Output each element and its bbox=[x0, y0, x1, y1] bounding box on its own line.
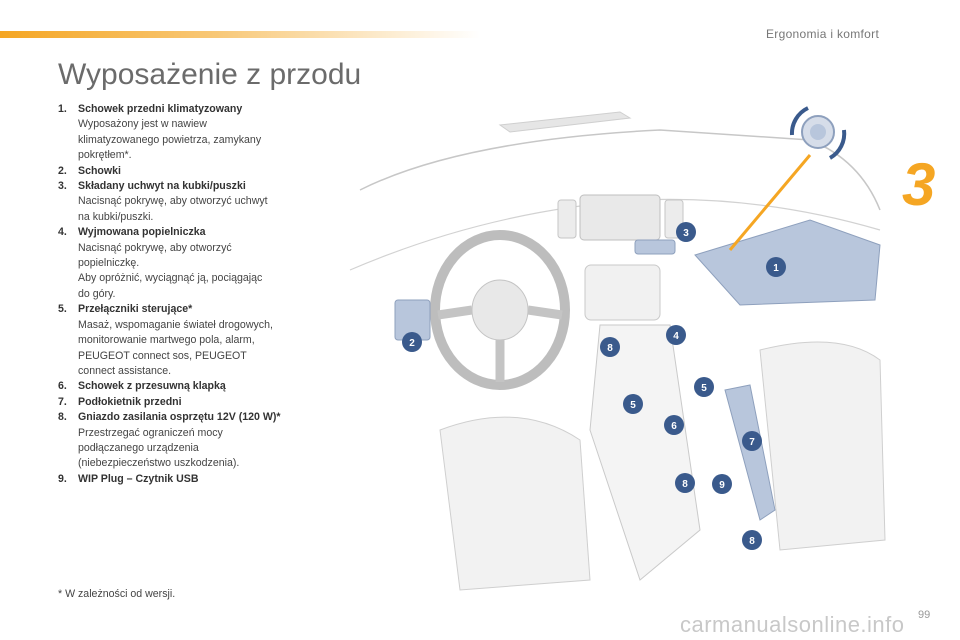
page-title: Wyposażenie z przodu bbox=[58, 58, 361, 92]
equipment-item-number: 7. bbox=[58, 395, 78, 410]
equipment-item-title: 8.Gniazdo zasilania osprzętu 12V (120 W)… bbox=[58, 410, 348, 425]
equipment-item-title-text: Podłokietnik przedni bbox=[78, 396, 182, 408]
equipment-item: 6.Schowek z przesuwną klapką bbox=[58, 379, 348, 394]
svg-text:8: 8 bbox=[749, 536, 755, 547]
center-controls bbox=[585, 265, 660, 320]
equipment-item-title-text: Wyjmowana popielniczka bbox=[78, 226, 206, 238]
defrost-vent bbox=[500, 112, 630, 132]
callout-5b: 5 bbox=[623, 394, 643, 414]
svg-text:8: 8 bbox=[607, 343, 613, 354]
equipment-item-description: Nacisnąć pokrywę, aby otworzyć uchwyt bbox=[58, 194, 348, 209]
svg-text:2: 2 bbox=[409, 338, 415, 349]
callout-9: 9 bbox=[712, 474, 732, 494]
equipment-item: 2.Schowki bbox=[58, 164, 348, 179]
equipment-item-title: 1.Schowek przedni klimatyzowany bbox=[58, 102, 348, 117]
equipment-item: 9.WIP Plug – Czytnik USB bbox=[58, 472, 348, 487]
equipment-item-number: 2. bbox=[58, 164, 78, 179]
callout-6: 6 bbox=[664, 415, 684, 435]
callout-8c: 8 bbox=[742, 530, 762, 550]
svg-text:6: 6 bbox=[671, 421, 677, 432]
equipment-item-number: 6. bbox=[58, 379, 78, 394]
equipment-item-title: 9.WIP Plug – Czytnik USB bbox=[58, 472, 348, 487]
equipment-item-description: PEUGEOT connect sos, PEUGEOT bbox=[58, 349, 348, 364]
equipment-item-title: 5.Przełączniki sterujące* bbox=[58, 302, 348, 317]
passenger-seat bbox=[760, 342, 885, 550]
svg-text:1: 1 bbox=[773, 263, 779, 274]
page-number: 99 bbox=[918, 609, 930, 621]
header-accent-bar bbox=[0, 31, 480, 38]
driver-seat bbox=[440, 417, 590, 590]
equipment-item-title: 3.Składany uchwyt na kubki/puszki bbox=[58, 179, 348, 194]
callout-1: 1 bbox=[766, 257, 786, 277]
callout-7: 7 bbox=[742, 431, 762, 451]
equipment-item: 5.Przełączniki sterujące*Masaż, wspomaga… bbox=[58, 302, 348, 379]
callout-4: 4 bbox=[666, 325, 686, 345]
dashboard-illustration: 1 2 3 4 5 5 6 7 8 8 8 9 bbox=[340, 100, 900, 600]
equipment-item: 7.Podłokietnik przedni bbox=[58, 395, 348, 410]
chapter-number: 3 bbox=[902, 150, 935, 219]
equipment-item-description: klimatyzowanego powietrza, zamykany bbox=[58, 133, 348, 148]
equipment-item-title-text: Gniazdo zasilania osprzętu 12V (120 W)* bbox=[78, 411, 281, 423]
equipment-item-description: pokrętłem*. bbox=[58, 148, 348, 163]
steering-wheel-icon bbox=[435, 235, 565, 385]
svg-text:5: 5 bbox=[630, 400, 636, 411]
equipment-item-description: monitorowanie martwego pola, alarm, bbox=[58, 333, 348, 348]
equipment-item-title-text: Schowek z przesuwną klapką bbox=[78, 380, 226, 392]
svg-text:5: 5 bbox=[701, 383, 707, 394]
equipment-item: 8.Gniazdo zasilania osprzętu 12V (120 W)… bbox=[58, 410, 348, 472]
equipment-item-number: 3. bbox=[58, 179, 78, 194]
equipment-item-number: 9. bbox=[58, 472, 78, 487]
equipment-item-description: Masaż, wspomaganie świateł drogowych, bbox=[58, 318, 348, 333]
callout-3: 3 bbox=[676, 222, 696, 242]
section-title: Ergonomia i komfort bbox=[766, 27, 879, 41]
equipment-item-description: popielniczkę. bbox=[58, 256, 348, 271]
footnote: * W zależności od wersji. bbox=[58, 588, 175, 600]
equipment-item-description: do góry. bbox=[58, 287, 348, 302]
equipment-item-description: podłączanego urządzenia bbox=[58, 441, 348, 456]
equipment-item-title-text: Schowki bbox=[78, 165, 121, 177]
svg-text:7: 7 bbox=[749, 437, 755, 448]
equipment-item-description: connect assistance. bbox=[58, 364, 348, 379]
callout-8b: 8 bbox=[675, 473, 695, 493]
cupholder-highlight bbox=[635, 240, 675, 254]
equipment-item-title: 4.Wyjmowana popielniczka bbox=[58, 225, 348, 240]
equipment-item-title-text: Składany uchwyt na kubki/puszki bbox=[78, 180, 246, 192]
equipment-item-description: Wyposażony jest w nawiew bbox=[58, 117, 348, 132]
equipment-item-title-text: Schowek przedni klimatyzowany bbox=[78, 103, 242, 115]
svg-text:3: 3 bbox=[683, 228, 689, 239]
glovebox-knob-icon bbox=[792, 108, 844, 158]
equipment-item-description: Przestrzegać ograniczeń mocy bbox=[58, 426, 348, 441]
equipment-item-title-text: WIP Plug – Czytnik USB bbox=[78, 473, 198, 485]
equipment-item-title: 7.Podłokietnik przedni bbox=[58, 395, 348, 410]
equipment-item-description: Nacisnąć pokrywę, aby otworzyć bbox=[58, 241, 348, 256]
equipment-item-title-text: Przełączniki sterujące* bbox=[78, 303, 192, 315]
svg-text:8: 8 bbox=[682, 479, 688, 490]
center-screen bbox=[580, 195, 660, 240]
equipment-item-description: (niebezpieczeństwo uszkodzenia). bbox=[58, 456, 348, 471]
equipment-item-title: 2.Schowki bbox=[58, 164, 348, 179]
svg-text:9: 9 bbox=[719, 480, 725, 491]
svg-text:4: 4 bbox=[673, 331, 679, 342]
center-console bbox=[590, 325, 700, 580]
center-vent-left bbox=[558, 200, 576, 238]
equipment-item-number: 8. bbox=[58, 410, 78, 425]
callout-5a: 5 bbox=[694, 377, 714, 397]
equipment-item-number: 4. bbox=[58, 225, 78, 240]
equipment-item-description: na kubki/puszki. bbox=[58, 210, 348, 225]
watermark-text: carmanualsonline.info bbox=[680, 612, 905, 638]
callout-2: 2 bbox=[402, 332, 422, 352]
equipment-item-number: 5. bbox=[58, 302, 78, 317]
callout-8a: 8 bbox=[600, 337, 620, 357]
equipment-item-number: 1. bbox=[58, 102, 78, 117]
equipment-item-title: 6.Schowek z przesuwną klapką bbox=[58, 379, 348, 394]
glovebox-highlight bbox=[695, 220, 880, 305]
equipment-item-description: Aby opróżnić, wyciągnąć ją, pociągając bbox=[58, 271, 348, 286]
